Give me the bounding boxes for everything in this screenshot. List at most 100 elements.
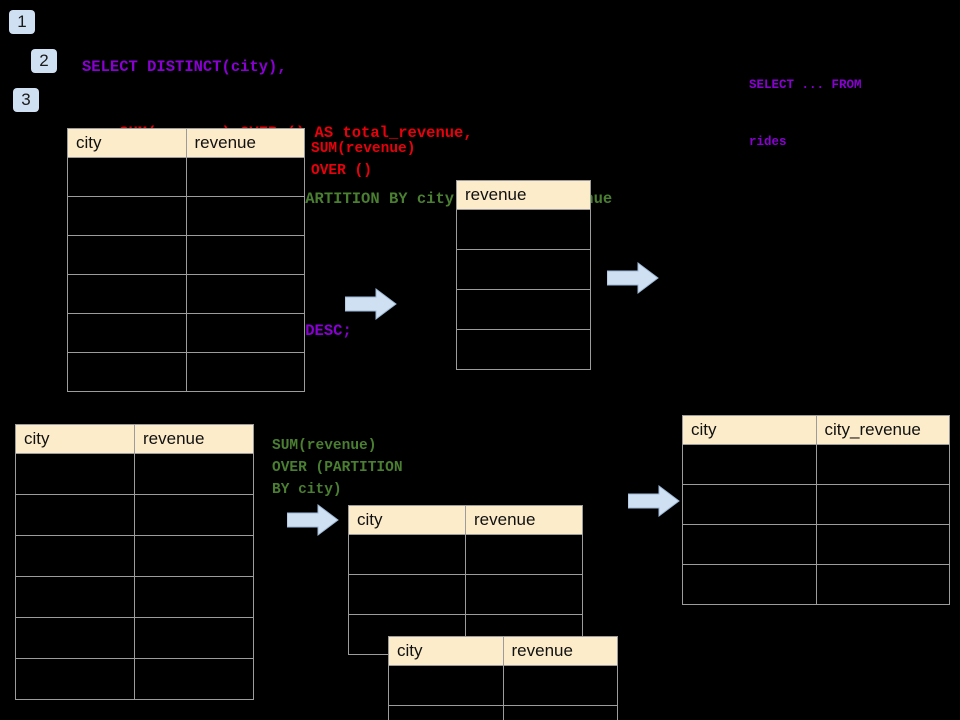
table-row	[67, 235, 305, 275]
table-cell	[682, 444, 817, 485]
table-row	[15, 658, 254, 700]
table-cell	[456, 249, 591, 290]
table-cell	[134, 658, 254, 700]
table-row	[15, 453, 254, 495]
table-cell	[67, 196, 187, 236]
table-row	[15, 576, 254, 618]
table-row	[682, 524, 950, 565]
column-header: revenue	[185, 128, 305, 158]
table-row	[456, 249, 591, 290]
table-cell	[15, 576, 135, 618]
table-row	[15, 535, 254, 577]
table-cell	[15, 535, 135, 577]
table-row	[67, 352, 305, 392]
table-row	[682, 564, 950, 605]
column-header: city	[348, 505, 466, 535]
table-row	[67, 157, 305, 197]
table-cell	[134, 535, 254, 577]
arrow-total-to-result	[607, 262, 659, 294]
column-header: city_revenue	[815, 415, 950, 445]
table-cell	[815, 484, 950, 525]
table-cell	[388, 705, 504, 720]
step-badge-3: 3	[13, 88, 39, 112]
table-row	[67, 313, 305, 353]
table-cell	[185, 235, 305, 275]
table-cell	[67, 274, 187, 314]
table-row	[67, 196, 305, 236]
table-cell	[388, 665, 504, 706]
step-badge-2: 2	[31, 49, 57, 73]
column-header: city	[67, 128, 187, 158]
table-cell	[348, 574, 466, 615]
table-row	[388, 665, 618, 706]
column-header: revenue	[134, 424, 254, 454]
table-row	[456, 209, 591, 250]
column-header: revenue	[456, 180, 591, 210]
table-cell	[456, 289, 591, 330]
table-row	[348, 574, 583, 615]
table-cell	[67, 352, 187, 392]
table-cell	[15, 617, 135, 659]
table-cell	[815, 444, 950, 485]
side-note-line-2: rides	[749, 135, 787, 149]
table-cell	[67, 157, 187, 197]
table-row	[388, 705, 618, 720]
table-cell	[456, 329, 591, 370]
table-row	[456, 329, 591, 370]
sql-line-select: SELECT DISTINCT(city),	[82, 58, 287, 76]
table-row	[15, 617, 254, 659]
arrow-source-to-partition	[287, 504, 339, 536]
table-cell	[456, 209, 591, 250]
column-header: city	[388, 636, 504, 666]
annotation-partition-by-city: SUM(revenue) OVER (PARTITION BY city)	[272, 438, 403, 498]
table-cell	[134, 494, 254, 536]
column-header: city	[682, 415, 817, 445]
table-cell	[682, 564, 817, 605]
table-cell	[815, 564, 950, 605]
column-header: city	[15, 424, 135, 454]
table-row	[15, 494, 254, 536]
table-row	[682, 484, 950, 525]
table-cell	[15, 658, 135, 700]
table-cell	[682, 524, 817, 565]
table-cell	[134, 453, 254, 495]
side-note-select-from: SELECT ... FROM rides	[749, 38, 862, 190]
table-cell	[185, 313, 305, 353]
table-cell	[348, 534, 466, 575]
arrow-partition-to-result	[628, 485, 680, 517]
side-note-line-1: SELECT ... FROM	[749, 78, 862, 92]
total-revenue-table: revenue	[456, 180, 591, 370]
arrow-source-to-total	[345, 288, 397, 320]
table-header-row: revenue	[456, 180, 591, 210]
column-header: revenue	[502, 636, 618, 666]
table-cell	[502, 705, 618, 720]
table-cell	[185, 274, 305, 314]
table-cell	[134, 576, 254, 618]
table-cell	[134, 617, 254, 659]
table-cell	[185, 157, 305, 197]
table-cell	[185, 196, 305, 236]
table-row	[348, 534, 583, 575]
table-cell	[502, 665, 618, 706]
table-row	[456, 289, 591, 330]
table-cell	[15, 453, 135, 495]
table-cell	[67, 313, 187, 353]
table-cell	[185, 352, 305, 392]
column-header: revenue	[465, 505, 583, 535]
table-row	[67, 274, 305, 314]
step-badge-1: 1	[9, 10, 35, 34]
table-cell	[67, 235, 187, 275]
table-cell	[682, 484, 817, 525]
table-row	[682, 444, 950, 485]
